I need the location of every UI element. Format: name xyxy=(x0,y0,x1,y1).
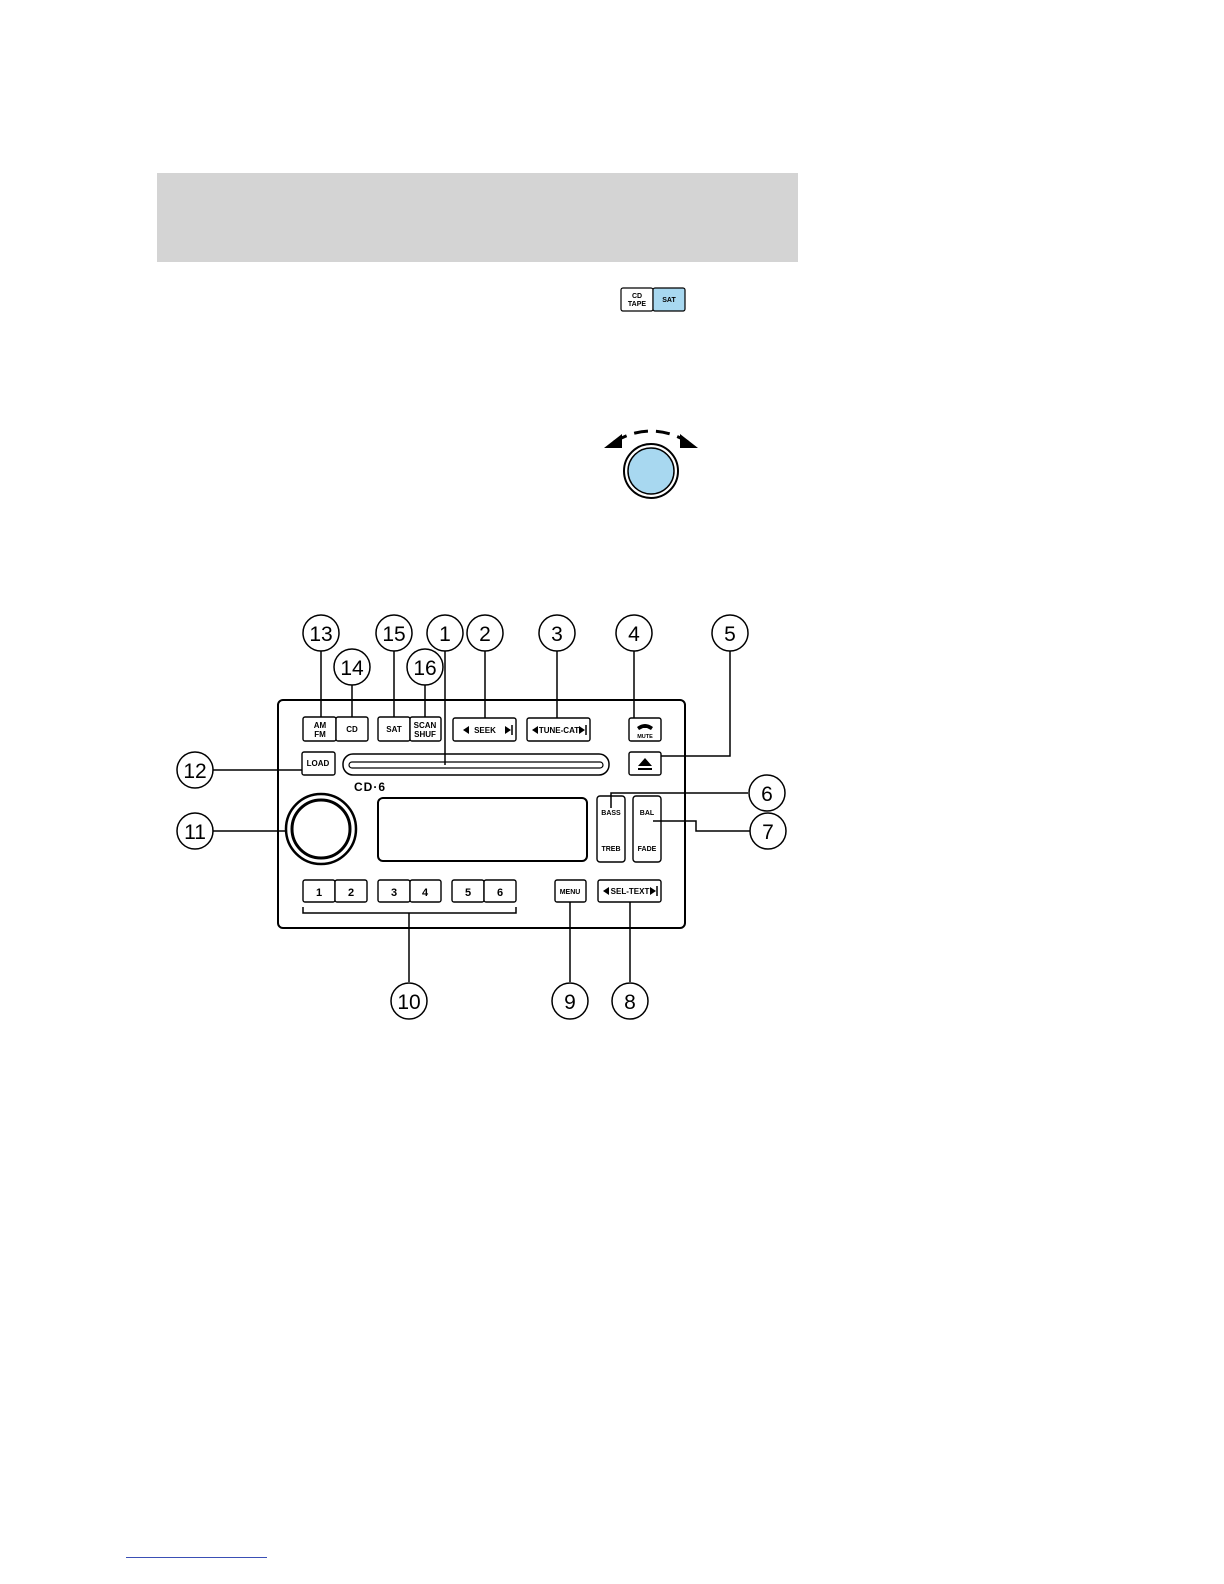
footer-rule xyxy=(126,1557,267,1558)
callout-14: 14 xyxy=(334,649,370,685)
svg-text:5: 5 xyxy=(724,623,736,646)
preset-3-label: 3 xyxy=(391,887,397,899)
svg-text:3: 3 xyxy=(551,623,563,646)
callout-1: 1 xyxy=(427,615,463,651)
svg-text:6: 6 xyxy=(761,783,773,806)
svg-text:8: 8 xyxy=(624,991,636,1014)
callout-11: 11 xyxy=(177,813,213,849)
svg-text:1: 1 xyxy=(439,623,451,646)
svg-text:9: 9 xyxy=(564,991,576,1014)
treb-label: TREB xyxy=(601,846,620,853)
callout-12: 12 xyxy=(177,752,213,788)
svg-text:11: 11 xyxy=(184,821,206,844)
seek-label: SEEK xyxy=(474,726,496,735)
callout-13: 13 xyxy=(303,615,339,651)
scan-label: SCAN xyxy=(414,721,437,730)
svg-text:4: 4 xyxy=(628,623,640,646)
callout-9: 9 xyxy=(552,983,588,1019)
svg-text:10: 10 xyxy=(397,991,420,1014)
callout-8: 8 xyxy=(612,983,648,1019)
preset-2-label: 2 xyxy=(348,887,354,899)
preset-5-label: 5 xyxy=(465,887,471,899)
bass-label: BASS xyxy=(601,810,621,817)
callout-7: 7 xyxy=(750,813,786,849)
callout-4: 4 xyxy=(616,615,652,651)
radio-diagram: .btn { fill:#fff; stroke:#000; stroke-wi… xyxy=(0,0,1224,1100)
load-label: LOAD xyxy=(307,759,330,768)
svg-text:16: 16 xyxy=(413,657,436,680)
svg-text:14: 14 xyxy=(340,657,364,680)
callout-10: 10 xyxy=(391,983,427,1019)
cd6-logo: CD·6 xyxy=(354,780,386,794)
fm-label: FM xyxy=(314,730,326,739)
callout-3: 3 xyxy=(539,615,575,651)
shuf-label: SHUF xyxy=(414,730,436,739)
svg-text:13: 13 xyxy=(309,623,332,646)
svg-text:15: 15 xyxy=(382,623,405,646)
preset-1-label: 1 xyxy=(316,887,322,899)
menu-label: MENU xyxy=(560,889,581,896)
svg-text:2: 2 xyxy=(479,623,491,646)
cd-label: CD xyxy=(346,725,358,734)
tune-cat-label: TUNE-CAT xyxy=(539,726,579,735)
callout-16: 16 xyxy=(407,649,443,685)
bal-label: BAL xyxy=(640,810,655,817)
sel-text-label: SEL-TEXT xyxy=(611,887,650,896)
svg-text:12: 12 xyxy=(183,760,206,783)
callout-2: 2 xyxy=(467,615,503,651)
callout-15: 15 xyxy=(376,615,412,651)
preset-6-label: 6 xyxy=(497,887,503,899)
mute-label: MUTE xyxy=(637,734,653,740)
am-label: AM xyxy=(314,721,327,730)
svg-text:7: 7 xyxy=(762,821,774,844)
callout-5: 5 xyxy=(712,615,748,651)
callout-6: 6 xyxy=(749,775,785,811)
fade-label: FADE xyxy=(638,846,657,853)
display-screen xyxy=(378,798,587,861)
sat-label: SAT xyxy=(386,725,402,734)
preset-4-label: 4 xyxy=(422,887,429,899)
